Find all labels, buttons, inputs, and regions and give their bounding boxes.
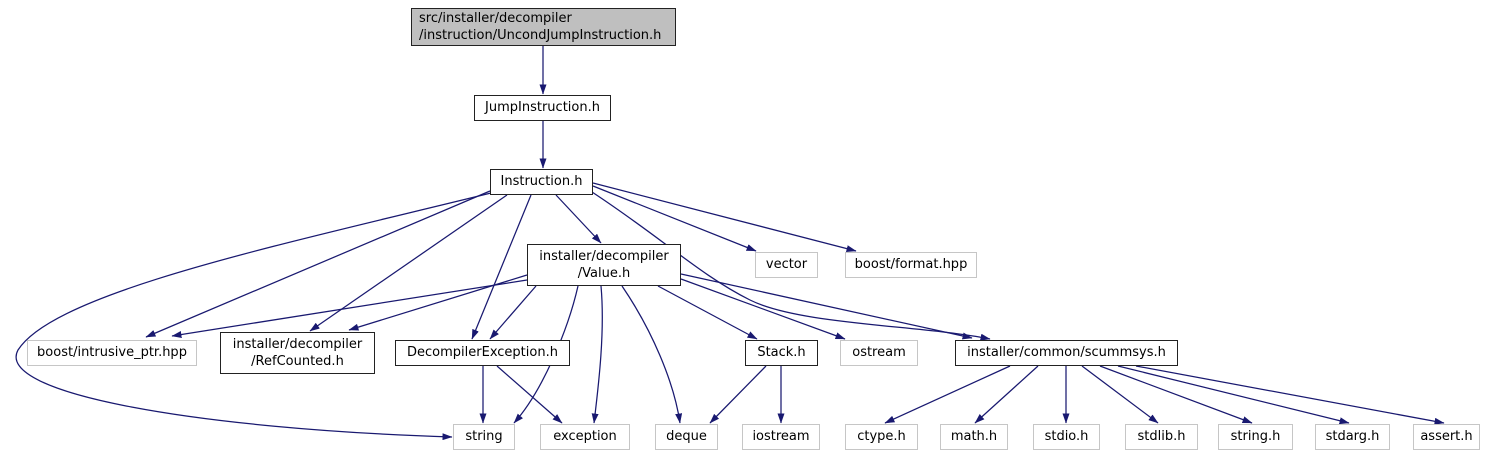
- edge-value-to-exception: [591, 285, 603, 424]
- node-label: stdio.h: [1044, 429, 1089, 445]
- edge-value-to-scummsys: [680, 273, 973, 340]
- edge-instruction-to-string: [15, 192, 492, 441]
- edge-scummsys-to-math-h: [974, 365, 1039, 424]
- edge-value-to-refcounted: [348, 274, 528, 331]
- node-label: ctype.h: [857, 429, 906, 445]
- node-value[interactable]: installer/decompiler /Value.h: [527, 244, 681, 286]
- node-label: assert.h: [1420, 429, 1473, 445]
- edge-scummsys-to-stdarg-h: [1117, 365, 1350, 425]
- node-refcounted[interactable]: installer/decompiler /RefCounted.h: [220, 332, 375, 374]
- node-label: string.h: [1230, 429, 1281, 445]
- edge-scummsys-to-string-h: [1099, 365, 1253, 424]
- node-label: Stack.h: [757, 345, 806, 361]
- node-deque: deque: [655, 424, 718, 450]
- node-label: stdlib.h: [1137, 429, 1186, 445]
- node-string-h: string.h: [1218, 424, 1293, 450]
- node-instruction[interactable]: Instruction.h: [490, 169, 593, 195]
- node-label: exception: [553, 429, 617, 445]
- edge-value-to-ostream: [680, 278, 846, 340]
- node-vector: vector: [755, 252, 818, 278]
- edge-instruction-to-decompilerexception: [471, 194, 532, 340]
- node-label: boost/format.hpp: [854, 257, 968, 273]
- node-boost-intrusive-ptr: boost/intrusive_ptr.hpp: [27, 340, 197, 366]
- edge-instruction-to-value: [555, 194, 602, 244]
- node-ctype-h: ctype.h: [845, 424, 918, 450]
- edge-instruction-to-vector: [592, 185, 757, 252]
- edge-instruction-to-boost-format: [592, 182, 857, 253]
- edge-scummsys-to-stdlib-h: [1081, 365, 1159, 424]
- node-jumpinstruction[interactable]: JumpInstruction.h: [474, 95, 611, 121]
- node-scummsys[interactable]: installer/common/scummsys.h: [955, 340, 1178, 366]
- node-stack[interactable]: Stack.h: [745, 340, 818, 366]
- node-math-h: math.h: [940, 424, 1008, 450]
- node-label: string: [465, 429, 503, 445]
- node-label: src/installer/decompiler /instruction/Un…: [419, 10, 662, 43]
- node-label: installer/decompiler /Value.h: [539, 248, 669, 281]
- node-label: JumpInstruction.h: [485, 100, 600, 116]
- node-label: boost/intrusive_ptr.hpp: [37, 345, 187, 361]
- node-stdio-h: stdio.h: [1033, 424, 1100, 450]
- edge-instruction-to-scummsys: [591, 191, 991, 341]
- node-boost-format: boost/format.hpp: [845, 252, 977, 278]
- edge-value-to-deque: [621, 285, 683, 424]
- node-string: string: [453, 424, 515, 450]
- node-label: vector: [765, 257, 808, 273]
- node-label: ostream: [852, 345, 906, 361]
- edge-instruction-to-boost-intrusive-ptr: [145, 190, 491, 338]
- edge-value-to-boost-intrusive-ptr: [171, 279, 528, 338]
- node-uncondjumpinstruction: src/installer/decompiler /instruction/Un…: [411, 8, 676, 46]
- node-stdlib-h: stdlib.h: [1125, 424, 1198, 450]
- edge-stack-to-deque: [709, 365, 767, 424]
- edge-scummsys-to-ctype-h: [884, 365, 1011, 424]
- node-ostream: ostream: [840, 340, 918, 366]
- edge-value-to-stack: [657, 285, 758, 340]
- node-label: math.h: [950, 429, 998, 445]
- edge-scummsys-to-assert-h: [1135, 365, 1445, 425]
- node-label: deque: [666, 429, 707, 445]
- node-label: installer/common/scummsys.h: [967, 345, 1166, 361]
- node-label: installer/decompiler /RefCounted.h: [232, 336, 363, 369]
- edge-value-to-decompilerexception: [489, 285, 537, 340]
- node-stdarg-h: stdarg.h: [1315, 424, 1390, 450]
- node-label: iostream: [752, 429, 810, 445]
- node-exception: exception: [540, 424, 630, 450]
- node-decompilerexception[interactable]: DecompilerException.h: [395, 340, 570, 366]
- edge-instruction-to-refcounted: [309, 194, 508, 332]
- node-iostream: iostream: [742, 424, 820, 450]
- node-label: DecompilerException.h: [407, 345, 558, 361]
- edge-decompilerexception-to-exception: [496, 365, 563, 424]
- node-label: stdarg.h: [1325, 429, 1380, 445]
- node-label: Instruction.h: [500, 174, 583, 190]
- node-assert-h: assert.h: [1413, 424, 1480, 450]
